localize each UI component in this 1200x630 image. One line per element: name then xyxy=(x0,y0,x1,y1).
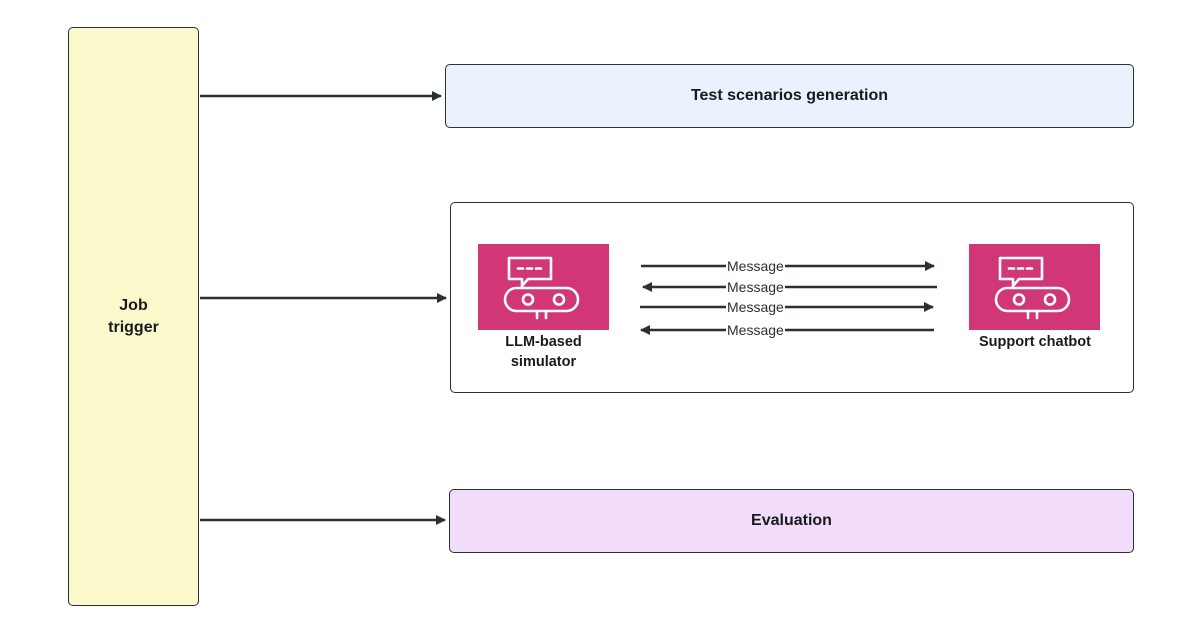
simulator-label: LLM-based simulator xyxy=(466,332,621,372)
job-trigger-label-line1: Job xyxy=(119,296,148,314)
job-trigger-label-line2: trigger xyxy=(108,318,159,336)
simulator-label-line1: LLM-based xyxy=(505,334,582,350)
message-label-4: Message xyxy=(726,322,785,338)
chatbot-label: Support chatbot xyxy=(979,334,1091,350)
robot-chat-icon xyxy=(994,256,1071,320)
job-trigger-label: Job trigger xyxy=(108,295,159,339)
message-label-2: Message xyxy=(726,279,785,295)
test-scenarios-box: Test scenarios generation xyxy=(445,64,1134,128)
message-label-1: Message xyxy=(726,258,785,274)
test-scenarios-label: Test scenarios generation xyxy=(690,87,889,104)
simulator-label-line2: simulator xyxy=(510,354,577,370)
chatbot-icon-tile xyxy=(969,244,1100,330)
message-label-3: Message xyxy=(726,299,785,315)
robot-chat-icon xyxy=(503,256,580,320)
job-trigger-box: Job trigger xyxy=(68,27,199,606)
evaluation-box: Evaluation xyxy=(449,489,1134,553)
simulator-icon-tile xyxy=(478,244,609,330)
evaluation-label: Evaluation xyxy=(751,512,832,529)
